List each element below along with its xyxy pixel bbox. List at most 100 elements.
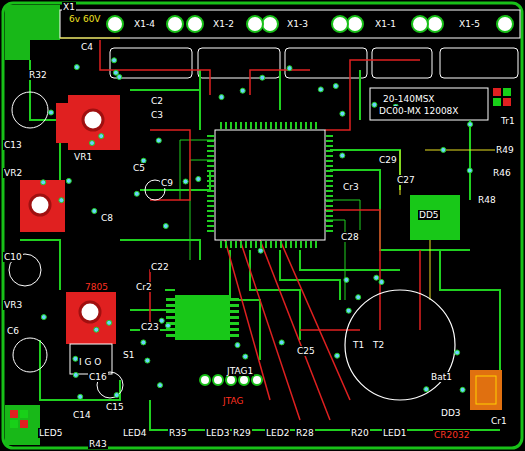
part-label: DC00-MX 12008X bbox=[378, 106, 460, 116]
pcb-pad bbox=[220, 241, 222, 248]
pcb-pad bbox=[166, 298, 175, 301]
pcb-pad bbox=[49, 110, 54, 115]
part-label: X1 bbox=[62, 2, 76, 12]
pcb-pad bbox=[207, 145, 214, 147]
pcb-pad bbox=[250, 241, 252, 248]
pcb-pad bbox=[207, 230, 214, 232]
regulator bbox=[20, 95, 120, 374]
part-label: 6v 60V bbox=[68, 14, 102, 24]
part-label: C28 bbox=[340, 232, 360, 242]
pcb-pad bbox=[225, 122, 227, 129]
pcb-pad bbox=[207, 135, 214, 137]
part-label: JTAG bbox=[222, 396, 244, 406]
pcb-pad bbox=[230, 304, 239, 307]
pcb-pad bbox=[230, 122, 232, 129]
pcb-pad bbox=[279, 340, 284, 345]
pcb-pad bbox=[315, 241, 317, 248]
pcb-pad bbox=[305, 122, 307, 129]
pcb-pad bbox=[344, 277, 349, 282]
pcb-pad bbox=[156, 138, 161, 143]
part-label: LED4 bbox=[122, 428, 147, 438]
pcb-pad bbox=[270, 122, 272, 129]
part-label: C5 bbox=[132, 163, 146, 173]
pcb-pad bbox=[255, 122, 257, 129]
pcb-pad bbox=[41, 315, 46, 320]
pcb-pad bbox=[356, 295, 361, 300]
pcb-pad bbox=[326, 140, 333, 142]
pcb-pad bbox=[112, 58, 117, 63]
pcb-pad bbox=[219, 95, 224, 100]
part-label: LED5 bbox=[38, 428, 63, 438]
part-label: DD5 bbox=[418, 210, 440, 220]
part-label: Cr2 bbox=[135, 282, 153, 292]
pcb-pad bbox=[166, 310, 175, 313]
pcb-pad bbox=[235, 122, 237, 129]
part-label: X1-5 bbox=[458, 19, 481, 29]
pcb-pad bbox=[335, 353, 340, 358]
pcb-pad bbox=[260, 122, 262, 129]
pcb-pad bbox=[99, 134, 104, 139]
pcb-pad bbox=[163, 224, 168, 229]
part-label: Cr3 bbox=[342, 182, 360, 192]
part-label: C10 bbox=[3, 252, 23, 262]
pcb-pad bbox=[326, 220, 333, 222]
pcb-pad bbox=[166, 323, 171, 328]
pcb-pad bbox=[220, 122, 222, 129]
pcb-pad bbox=[74, 65, 79, 70]
pcb-pad bbox=[310, 122, 312, 129]
part-label: C25 bbox=[296, 346, 316, 356]
pcb-pad bbox=[326, 195, 333, 197]
pcb-pad bbox=[92, 209, 97, 214]
pcb-pad bbox=[230, 322, 239, 325]
pcb-pad bbox=[326, 230, 333, 232]
part-label: VR1 bbox=[73, 152, 93, 162]
part-label: Bat1 bbox=[430, 372, 453, 382]
pcb-pad bbox=[260, 241, 262, 248]
pcb-pad bbox=[280, 241, 282, 248]
pcb-pad bbox=[114, 393, 119, 398]
part-label: DD3 bbox=[440, 408, 462, 418]
part-label: LED2 bbox=[265, 428, 290, 438]
part-label: 20-140MSX bbox=[382, 94, 436, 104]
pcb-pad bbox=[333, 84, 338, 89]
pcb-pad bbox=[295, 241, 297, 248]
pcb-pad bbox=[225, 241, 227, 248]
part-label: Cr1 bbox=[490, 416, 508, 426]
pcb-pad bbox=[207, 185, 214, 187]
pcb-pad bbox=[78, 394, 83, 399]
pcb-pad bbox=[326, 145, 333, 147]
pcb-pad bbox=[326, 180, 333, 182]
part-label: R43 bbox=[88, 439, 108, 449]
pcb-pad bbox=[340, 153, 345, 158]
pcb-pad bbox=[379, 280, 384, 285]
part-label: C14 bbox=[72, 410, 92, 420]
part-label: R20 bbox=[350, 428, 370, 438]
part-label: X1-2 bbox=[212, 19, 235, 29]
pcb-pad bbox=[255, 241, 257, 248]
pcb-pad bbox=[235, 241, 237, 248]
pcb-pad bbox=[183, 179, 188, 184]
pcb-pad bbox=[207, 170, 214, 172]
part-label: R29 bbox=[232, 428, 252, 438]
part-label: T1 bbox=[352, 340, 365, 350]
pcb-pad bbox=[66, 178, 71, 183]
part-label: R46 bbox=[492, 168, 512, 178]
pcb-pad bbox=[285, 241, 287, 248]
pcb-pad bbox=[240, 88, 245, 93]
pcb-pad bbox=[207, 195, 214, 197]
pcb-pad bbox=[207, 210, 214, 212]
pcb-pad bbox=[166, 316, 175, 319]
pcb-pad bbox=[207, 150, 214, 152]
part-label: LED3 bbox=[205, 428, 230, 438]
pcb-pad bbox=[285, 122, 287, 129]
pcb-pad bbox=[90, 141, 95, 146]
pcb-pad bbox=[295, 122, 297, 129]
pcb-pad bbox=[326, 150, 333, 152]
part-label: R49 bbox=[495, 145, 515, 155]
pcb-pad bbox=[207, 155, 214, 157]
pcb-pad bbox=[467, 168, 472, 173]
part-label: R35 bbox=[168, 428, 188, 438]
part-label: Tr1 bbox=[500, 116, 516, 126]
pcb-pad bbox=[318, 87, 323, 92]
